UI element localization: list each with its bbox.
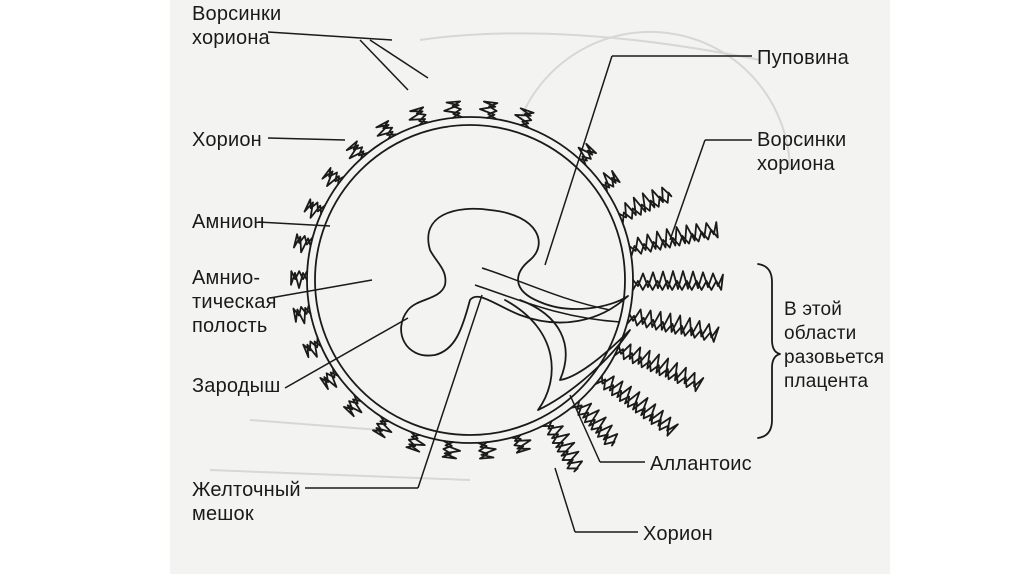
chorionic-villus (291, 271, 307, 288)
label-chorionic-villi-right: Ворсинки хориона (757, 128, 846, 176)
chorionic-villus (629, 222, 717, 256)
label-allantois: Аллантоис (650, 452, 752, 476)
chorionic-villus (633, 271, 723, 290)
chorionic-villus (572, 401, 618, 446)
chorionic-villus (615, 344, 703, 391)
embryo-body (401, 209, 628, 356)
chorionic-villus (322, 168, 343, 186)
label-amnion: Амнион (192, 210, 265, 234)
label-amniotic-cavity: Амнио- тическая полость (192, 266, 277, 338)
chorionic-villus (410, 107, 429, 125)
background-artifacts (210, 32, 790, 480)
label-yolk-sac: Желточный мешок (192, 478, 301, 526)
chorionic-villus (627, 310, 718, 342)
label-chorionic-villi-left: Ворсинки хориона (192, 2, 281, 50)
label-placenta-zone: В этой области разовьется плацента (784, 298, 884, 394)
label-embryo: Зародыш (192, 374, 281, 398)
chorionic-villus (293, 305, 310, 323)
label-chorion-left: Хорион (192, 128, 262, 152)
amnion-membrane (315, 125, 625, 435)
chorionic-villus (444, 101, 462, 118)
chorionic-villus (478, 442, 496, 459)
chorion-outer-membrane (307, 117, 633, 443)
chorionic-villus (373, 417, 391, 438)
chorionic-villus (305, 199, 325, 218)
label-umbilical-cord: Пуповина (757, 46, 849, 70)
chorionic-villus (543, 421, 582, 471)
chorionic-villi (291, 101, 723, 471)
chorionic-villus (512, 435, 531, 453)
chorionic-villus (619, 188, 672, 223)
label-chorion-bottom: Хорион (643, 522, 713, 546)
chorionic-villus (443, 441, 461, 458)
placenta-bracket (758, 264, 780, 438)
chorionic-villus (480, 102, 498, 119)
